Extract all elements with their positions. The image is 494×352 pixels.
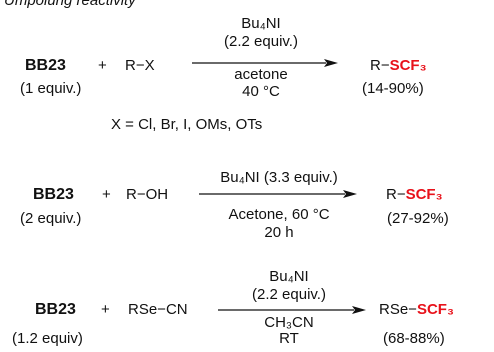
reagent-equiv: (1.2 equiv): [12, 330, 83, 347]
substrate: RSe−CN: [128, 301, 188, 318]
scf3-group: SCF₃: [405, 186, 443, 203]
condition-below-1: Acetone, 60 °C: [228, 206, 330, 223]
product-prefix: R−: [370, 57, 390, 74]
product: R−SCF₃: [370, 57, 427, 75]
condition-below-1: CH₃CN: [264, 314, 314, 331]
reagent-equiv: (1 equiv.): [20, 80, 82, 97]
product-prefix: R−: [386, 186, 406, 203]
substrate: R−OH: [126, 186, 169, 203]
reagent-name: BB23: [25, 57, 66, 74]
product: R−SCF₃: [386, 186, 443, 204]
condition-above-1: Bu₄NI: [241, 15, 281, 32]
plus-sign: +: [102, 186, 111, 203]
substrate: R−X: [125, 57, 155, 74]
condition-above-2: (2.2 equiv.): [224, 33, 298, 50]
substituent-note: X = Cl, Br, I, OMs, OTs: [111, 116, 263, 133]
condition-above-2: (2.2 equiv.): [252, 286, 326, 303]
plus-sign: +: [101, 301, 110, 318]
condition-below-2: 40 °C: [242, 83, 280, 100]
product-prefix: RSe−: [379, 301, 417, 318]
condition-above-1: Bu₄NI: [269, 268, 309, 285]
condition-above-1: Bu₄NI (3.3 equiv.): [220, 169, 338, 186]
scf3-group: SCF₃: [416, 301, 454, 318]
yield: (14-90%): [362, 80, 424, 97]
reagent-equiv: (2 equiv.): [20, 210, 82, 227]
condition-below-2: RT: [279, 330, 299, 347]
plus-sign: +: [98, 57, 107, 74]
condition-below-1: acetone: [234, 66, 288, 83]
scheme-header: Umpolung reactivity: [4, 0, 136, 9]
product: RSe−SCF₃: [379, 301, 454, 319]
reagent-name: BB23: [33, 186, 74, 203]
reaction-arrow: [218, 306, 366, 314]
yield: (27-92%): [387, 210, 449, 227]
reaction-arrow: [199, 190, 357, 198]
reaction-arrow: [192, 59, 338, 67]
condition-below-2: 20 h: [264, 224, 294, 241]
scf3-group: SCF₃: [389, 57, 427, 74]
reagent-name: BB23: [35, 301, 76, 318]
yield: (68-88%): [383, 330, 445, 347]
